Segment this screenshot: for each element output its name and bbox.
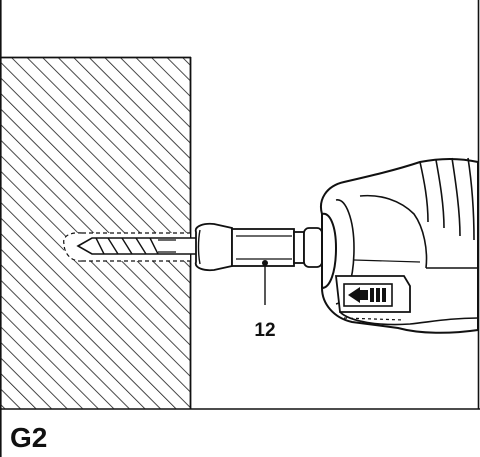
callout-12: 12 xyxy=(254,260,276,341)
hatched-wall-section xyxy=(0,56,192,409)
callout-number: 12 xyxy=(254,320,275,341)
reverse-direction-arrow-icon xyxy=(343,283,393,307)
bit-holder-icon xyxy=(194,222,323,272)
figure-label: G2 xyxy=(10,422,47,453)
drill-bit-icon xyxy=(76,237,201,255)
